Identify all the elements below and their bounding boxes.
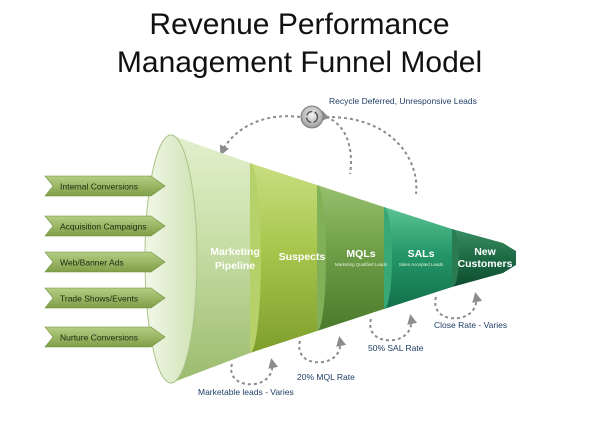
source-label: Internal Conversions <box>60 182 138 192</box>
stage-label-pipeline: Pipeline <box>215 260 255 272</box>
page-title-line-1: Revenue Performance <box>149 8 450 41</box>
rate-mql: 20% MQL Rate <box>297 372 355 382</box>
rate-close: Close Rate - Varies <box>434 320 507 330</box>
source-arrow-web-banner-ads: Web/Banner Ads <box>44 251 166 273</box>
source-arrow-internal-conversions: Internal Conversions <box>44 175 166 197</box>
source-label: Trade Shows/Events <box>60 294 138 304</box>
recycle-label: Recycle Deferred, Unresponsive Leads <box>329 96 477 106</box>
stage-sub-mqls: Marketing Qualified Leads <box>335 262 388 267</box>
stage-label-mqls: MQLs <box>346 248 375 260</box>
recycle-icon <box>300 105 324 129</box>
conversion-arrows <box>230 292 483 386</box>
source-label: Acquisition Campaigns <box>60 222 146 232</box>
source-arrows: Internal Conversions Acquisition Campaig… <box>44 175 166 348</box>
source-label: Web/Banner Ads <box>60 258 124 268</box>
stage-sub-sals: Sales Accepted Leads <box>399 262 444 267</box>
rate-marketable-leads: Marketable leads - Varies <box>198 387 294 397</box>
source-label: Nurture Conversions <box>60 333 138 343</box>
stage-label-marketing: Marketing <box>210 246 260 258</box>
stage-label-new: New <box>474 246 496 258</box>
stage-label-customers: Customers <box>458 258 513 270</box>
stage-label-sals: SALs <box>408 248 435 260</box>
recycle-arrows <box>219 110 418 195</box>
stage-label-suspects: Suspects <box>279 251 326 263</box>
rate-sal: 50% SAL Rate <box>368 343 424 353</box>
source-arrow-nurture-conversions: Nurture Conversions <box>44 326 166 348</box>
page-title-line-2: Management Funnel Model <box>116 46 483 79</box>
source-arrow-trade-shows-events: Trade Shows/Events <box>44 287 166 309</box>
source-arrow-acquisition-campaigns: Acquisition Campaigns <box>44 215 166 237</box>
